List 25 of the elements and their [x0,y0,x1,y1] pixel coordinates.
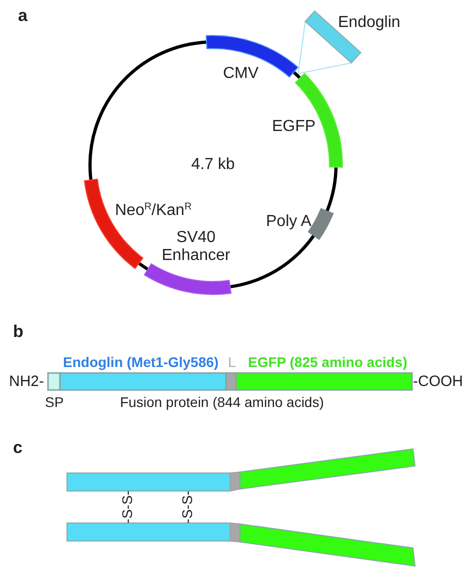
insertion-line [298,62,352,74]
panel-letter: a [18,6,28,26]
plasmid-size-text: 4.7 kb [191,156,235,174]
plasmid-segment [205,34,299,79]
protein-caption: Fusion protein (844 amino acids) [120,394,324,410]
terminus-label: NH2- [9,373,44,391]
insert-label: Endoglin [338,14,400,32]
panel-letter: c [13,438,22,458]
segment-label: SV40 Enhancer [160,228,232,266]
segment-label: CMV [223,64,259,84]
linker-label: L [228,354,236,370]
plasmid-segment [83,178,144,270]
plasmid-map [82,34,344,296]
disulfide-bond-label: -S-S- [178,490,196,524]
segment-label: Neo$^{R}$/Kan$^{R}$ [115,202,192,220]
insertion-line [298,20,306,74]
terminus-label: -COOH [413,373,463,391]
panel-letter: b [13,322,24,342]
domain-label: Endoglin (Met1-Gly586) [63,354,219,370]
segment-label: EGFP [272,118,316,136]
signal-peptide-label: SP [45,394,64,410]
plasmid-segment [143,262,233,296]
segment-label: Poly A [266,212,312,232]
disulfide-bond-label: -S-S- [118,490,136,524]
domain-label: EGFP (825 amino acids) [248,354,408,370]
